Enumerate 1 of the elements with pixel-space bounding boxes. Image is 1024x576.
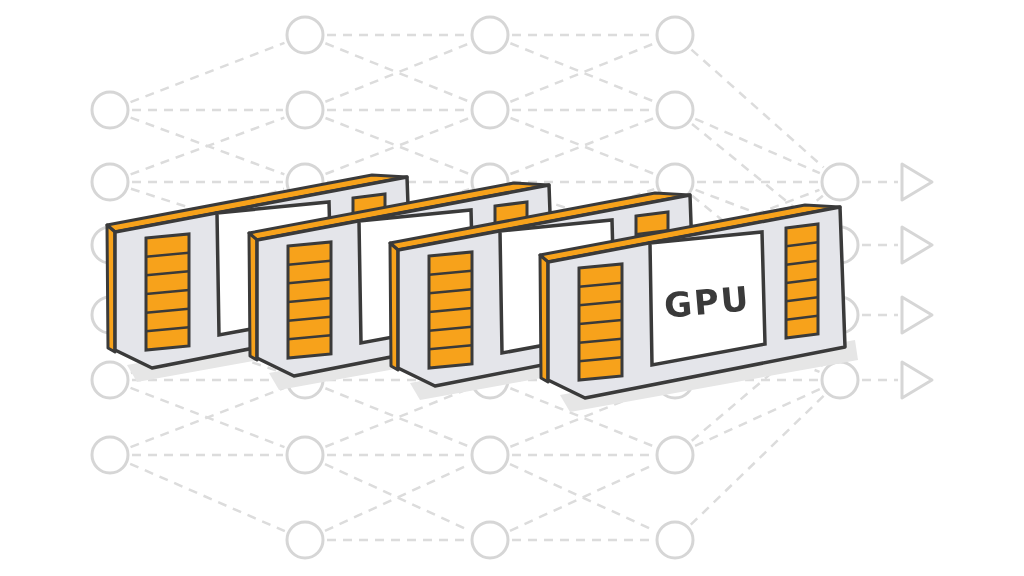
- card-label: GPU: [662, 278, 752, 326]
